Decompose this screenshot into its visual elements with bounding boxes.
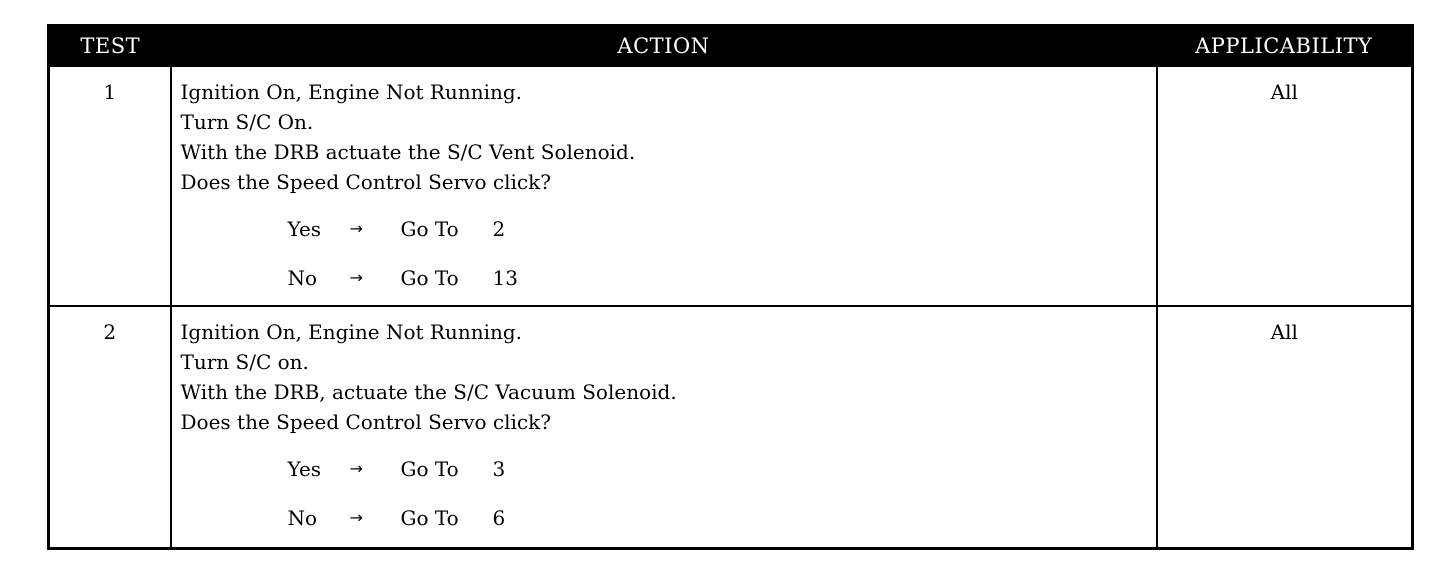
test-number: 2	[103, 320, 117, 344]
action-cell: Ignition On, Engine Not Running. Turn S/…	[169, 305, 1158, 550]
branch-yes: Yes → Go To 2	[288, 214, 1156, 244]
header-applicability: APPLICABILITY	[1156, 25, 1413, 66]
goto-label: Go To	[400, 457, 459, 481]
branch-answer: Yes	[287, 457, 322, 481]
action-cell: Ignition On, Engine Not Running. Turn S/…	[169, 65, 1158, 307]
branch-yes: Yes → Go To 3	[288, 454, 1156, 484]
right-arrow-icon: →	[349, 459, 363, 478]
goto-target: 13	[492, 266, 518, 290]
goto-label: Go To	[400, 506, 459, 530]
action-line: Does the Speed Control Servo click?	[180, 410, 551, 434]
test-number: 1	[103, 80, 117, 104]
action-line: Ignition On, Engine Not Running.	[180, 320, 523, 344]
branch-list: Yes → Go To 2 No → Go To 13	[288, 214, 1156, 293]
test-number-cell: 2	[47, 305, 172, 550]
goto-target: 3	[492, 457, 506, 481]
test-number-cell: 1	[47, 65, 172, 307]
goto-target: 6	[492, 506, 506, 530]
branch-answer: Yes	[287, 217, 322, 241]
goto-label: Go To	[400, 266, 459, 290]
action-line: Does the Speed Control Servo click?	[180, 170, 551, 194]
branch-answer: No	[287, 506, 318, 530]
action-line: With the DRB, actuate the S/C Vacuum Sol…	[180, 380, 677, 404]
right-arrow-icon: →	[349, 508, 363, 527]
header-test: TEST	[48, 25, 171, 66]
table-row: 1 Ignition On, Engine Not Running. Turn …	[47, 65, 1414, 307]
action-line: With the DRB actuate the S/C Vent Soleno…	[180, 140, 636, 164]
header-action: ACTION	[170, 25, 1157, 66]
table-row: 2 Ignition On, Engine Not Running. Turn …	[47, 305, 1414, 550]
right-arrow-icon: →	[349, 268, 363, 287]
action-line: Turn S/C On.	[180, 110, 314, 134]
branch-answer: No	[287, 266, 318, 290]
branch-no: No → Go To 13	[288, 263, 1156, 293]
goto-label: Go To	[400, 217, 459, 241]
branch-no: No → Go To 6	[288, 503, 1156, 533]
right-arrow-icon: →	[349, 219, 363, 238]
header-row: TEST ACTION APPLICABILITY	[48, 25, 1413, 66]
action-line: Turn S/C on.	[180, 350, 309, 374]
branch-list: Yes → Go To 3 No → Go To 6	[288, 454, 1156, 533]
diagnostic-test-table: TEST ACTION APPLICABILITY 1 Ignition On,…	[47, 24, 1414, 550]
applicability-cell: All	[1155, 305, 1414, 550]
goto-target: 2	[492, 217, 506, 241]
applicability-cell: All	[1155, 65, 1414, 307]
action-line: Ignition On, Engine Not Running.	[180, 80, 523, 104]
